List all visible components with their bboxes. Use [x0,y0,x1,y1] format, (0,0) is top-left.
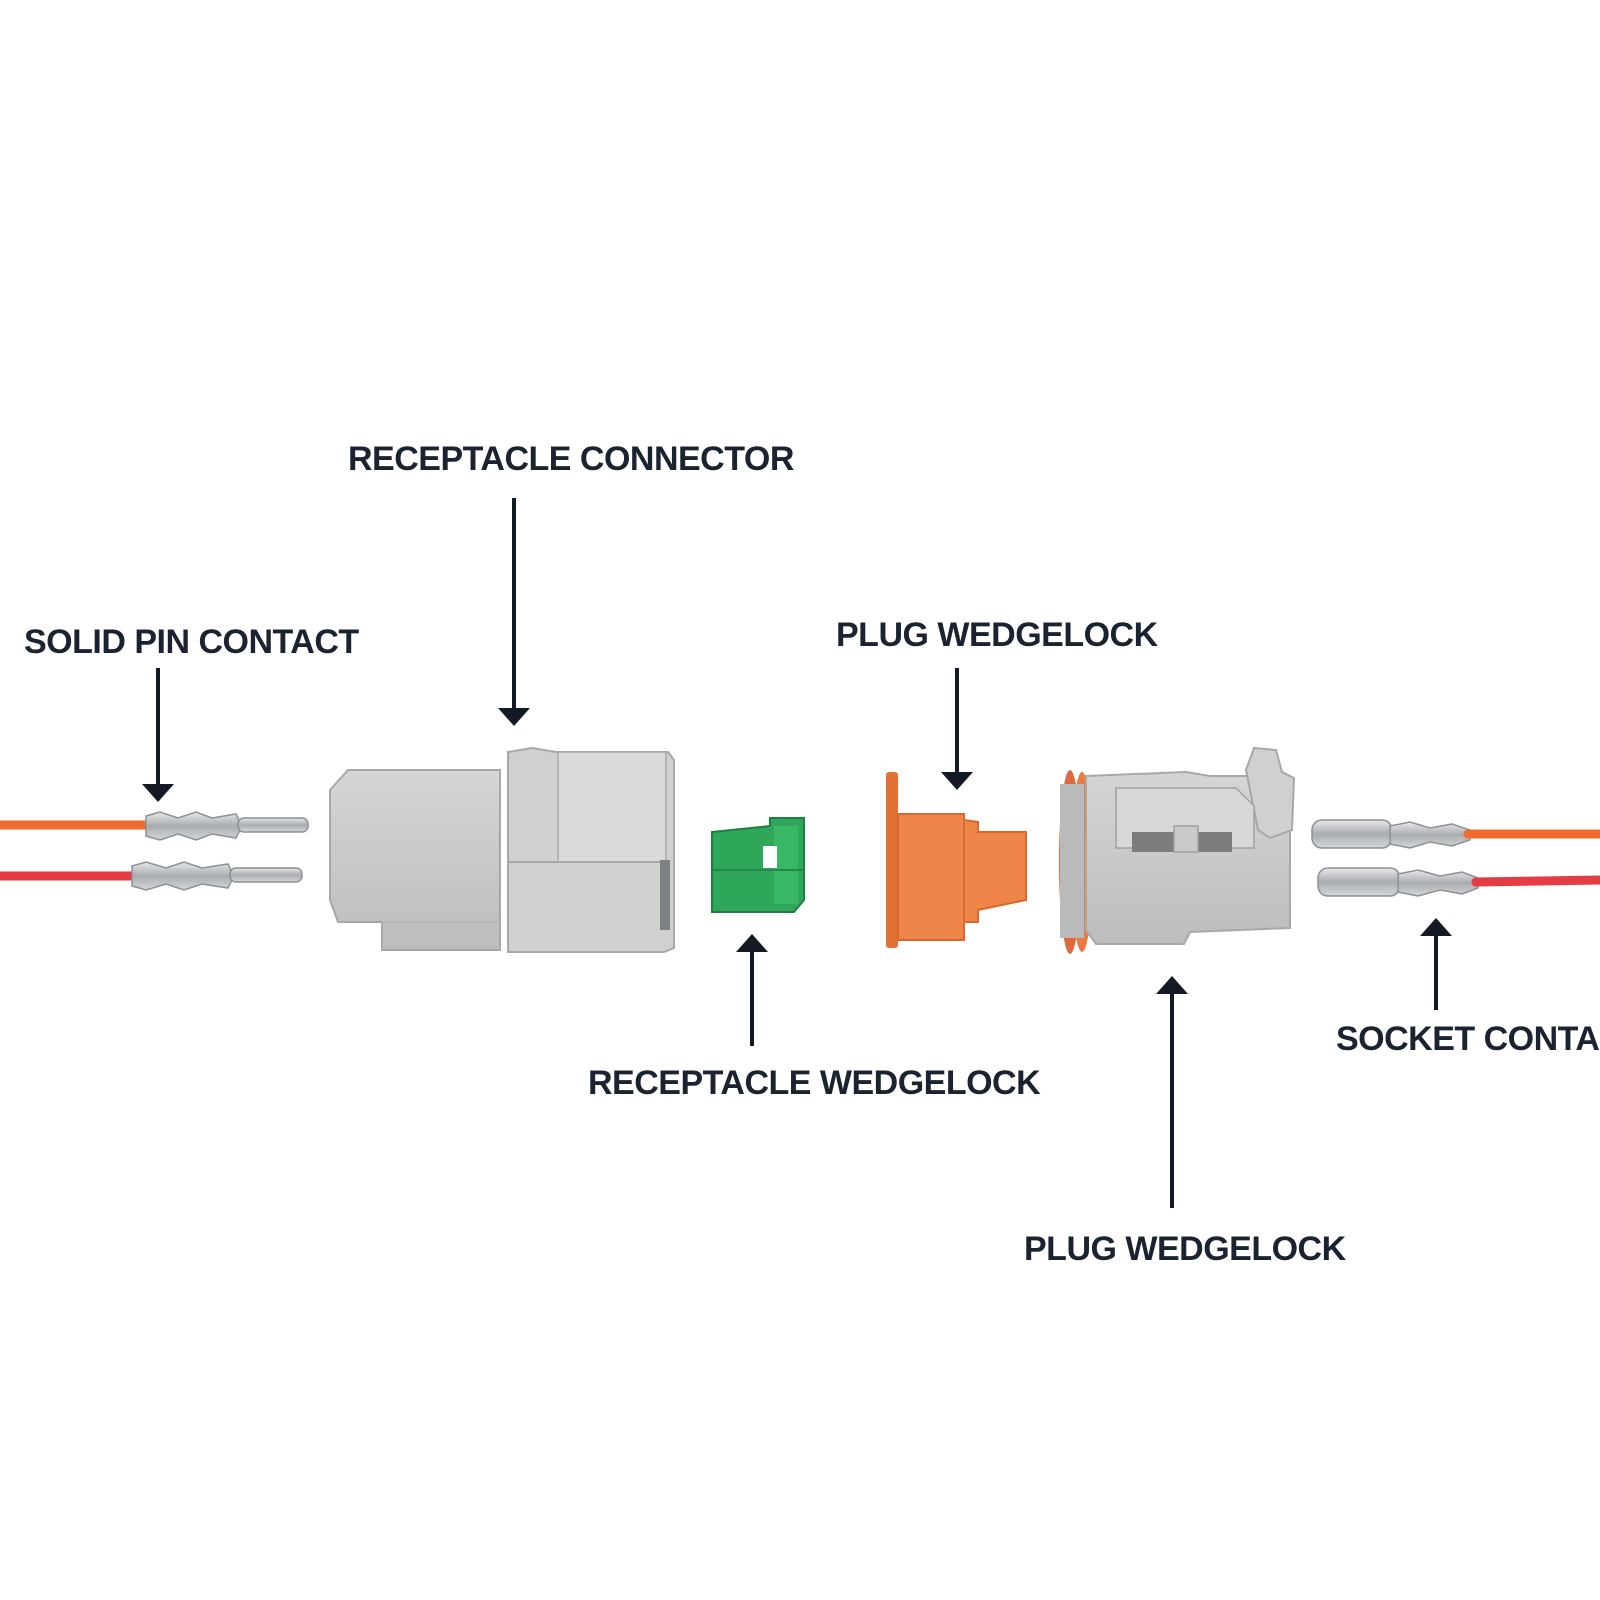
label-plug-wedgelock-top: PLUG WEDGELOCK [836,616,1158,654]
solid-pin-contact-top [145,811,309,841]
label-receptacle-wedgelock: RECEPTACLE WEDGELOCK [588,1064,1041,1102]
arrow-plug-wedgelock-bottom [1156,976,1188,1208]
receptacle-wedgelock [711,817,805,913]
label-plug-wedgelock-bottom: PLUG WEDGELOCK [1024,1230,1346,1268]
left-wires [0,820,153,881]
arrow-receptacle-connector [498,498,530,726]
socket-contact-top [1311,819,1471,849]
arrow-solid-pin-contact [142,668,174,802]
plug-wedgelock-part [886,772,1027,948]
arrow-plug-wedgelock-top [941,668,973,790]
solid-pin-contact-bottom [131,861,303,891]
arrow-receptacle-wedgelock [736,934,768,1046]
arrow-socket-contact [1420,918,1452,1010]
socket-contact-bottom [1317,867,1479,897]
label-receptacle-connector: RECEPTACLE CONNECTOR [348,440,794,478]
plug-connector [1059,746,1296,954]
right-wires [1463,829,1600,887]
receptacle-connector [329,746,675,953]
label-socket-contact: SOCKET CONTACT [1336,1020,1600,1058]
label-solid-pin-contact: SOLID PIN CONTACT [24,623,359,661]
